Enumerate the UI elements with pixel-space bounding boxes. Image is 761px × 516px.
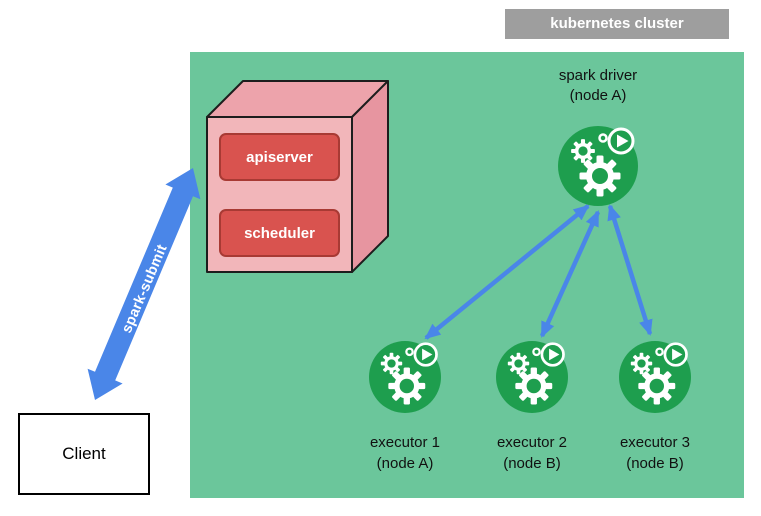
- executor-1-node: (node A): [376, 455, 434, 472]
- executor-2-node: (node B): [503, 455, 561, 472]
- executor-3-title: executor 3: [619, 434, 691, 451]
- client-box: Client: [18, 413, 150, 495]
- executor-2-label: executor 2 (node B): [462, 432, 602, 474]
- gear-play-icon: [619, 341, 691, 413]
- client-label: Client: [62, 444, 106, 463]
- executor-3-label: executor 3 (node B): [585, 432, 725, 474]
- gear-play-icon: [496, 341, 568, 413]
- executor-1-icon: [369, 341, 441, 413]
- gear-play-icon: [558, 126, 638, 206]
- scheduler-box: scheduler: [219, 209, 340, 257]
- apiserver-box: apiserver: [219, 133, 340, 181]
- spark-driver-node: (node A): [569, 87, 627, 104]
- spark-driver-icon: [558, 126, 638, 206]
- spark-submit-arrow: [87, 168, 201, 400]
- apiserver-label: apiserver: [246, 148, 313, 166]
- executor-1-title: executor 1: [369, 434, 441, 451]
- scheduler-label: scheduler: [244, 224, 315, 242]
- executor-3-icon: [619, 341, 691, 413]
- executor-2-icon: [496, 341, 568, 413]
- spark-driver-title: spark driver: [558, 67, 638, 84]
- executor-3-node: (node B): [626, 455, 684, 472]
- executor-1-label: executor 1 (node A): [335, 432, 475, 474]
- gear-play-icon: [369, 341, 441, 413]
- executor-2-title: executor 2: [496, 434, 568, 451]
- kubernetes-cluster-label: kubernetes cluster: [505, 9, 729, 39]
- spark-submit-label: spark-submit: [119, 242, 171, 335]
- spark-driver-label: spark driver (node A): [518, 66, 678, 106]
